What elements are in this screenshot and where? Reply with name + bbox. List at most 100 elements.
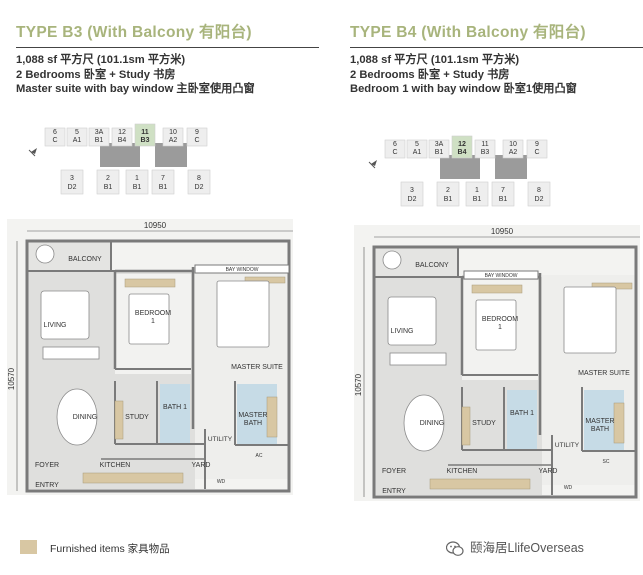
keyplan-unit — [465, 181, 489, 207]
keyplan-unit-type: B3 — [481, 149, 490, 156]
keyplan-unit — [428, 139, 450, 159]
keyplan-unit-number: 9 — [535, 141, 539, 148]
keyplan-unit-type: D2 — [68, 184, 77, 191]
furnished-legend-swatch — [20, 540, 37, 554]
watermark-text: 颐海居LlifeOverseas — [470, 541, 584, 555]
keyplan-unit-type: D2 — [195, 184, 204, 191]
keyplan-unit-type: B1 — [95, 137, 104, 144]
keyplan-unit-number: 12 — [458, 141, 466, 148]
keyplan-unit — [125, 169, 149, 195]
bath-tiles — [507, 390, 537, 450]
keyplan-unit — [491, 181, 515, 207]
keyplan-unit — [451, 135, 473, 159]
keyplan-unit-number: 6 — [53, 129, 57, 136]
study-desk — [114, 400, 124, 440]
bay-window — [194, 264, 290, 274]
title-divider — [16, 47, 319, 48]
room-label-kitchen: KITCHEN — [100, 462, 131, 469]
keyplan-unit — [526, 139, 548, 159]
tv-console — [389, 352, 447, 366]
keyplan-unit — [111, 127, 133, 147]
keyplan-unit-number: 7 — [501, 187, 505, 194]
keyplan-unit-type: B1 — [473, 196, 482, 203]
keyplan-unit — [96, 169, 120, 195]
keyplan-unit-type: C — [194, 137, 199, 144]
dining-table — [403, 394, 445, 452]
keyplan-unit — [88, 127, 110, 147]
keyplan-unit-number: 10 — [169, 129, 177, 136]
furnished-legend-label: Furnished items 家具物品 — [50, 543, 170, 555]
room-label-bath: BATH 1 — [163, 404, 187, 411]
keyplan-unit-number: 9 — [195, 129, 199, 136]
room-label-wd: WD — [564, 485, 573, 491]
room-label-foyer: FOYER — [382, 468, 406, 475]
room-label-entry: ENTRY — [35, 482, 59, 489]
bay-window-label: BAY WINDOW — [226, 267, 259, 273]
room-label-utility: UTILITY — [555, 442, 580, 449]
keyplan-unit-number: 3A — [435, 141, 444, 148]
height-dimension: 10570 — [354, 373, 363, 396]
sofa — [40, 290, 90, 340]
core-block — [155, 143, 187, 167]
keyplan-unit — [527, 181, 551, 207]
spec-area: 1,088 sf 平方尺 (101.1sm 平方米) — [16, 54, 186, 66]
keyplan-unit-type: B3 — [141, 137, 150, 144]
keyplan-unit-number: 10 — [509, 141, 517, 148]
room-label-balcony: BALCONY — [415, 262, 449, 269]
wechat-icon — [446, 541, 464, 556]
room-label-master-bath: MASTER — [585, 418, 614, 425]
vanity — [266, 396, 278, 438]
spec-area: 1,088 sf 平方尺 (101.1sm 平方米) — [350, 54, 520, 66]
bed — [475, 299, 517, 351]
keyplan-unit-number: 11 — [141, 129, 149, 136]
width-dimension: 10950 — [144, 221, 167, 230]
spec-feature: Master suite with bay window 主卧室使用凸窗 — [16, 83, 255, 95]
room-label-bedroom-number: 1 — [151, 318, 155, 325]
room-label-wd: WD — [217, 479, 226, 485]
core-block — [440, 155, 480, 179]
keyplan-unit-number: 1 — [475, 187, 479, 194]
spec-rooms: 2 Bedrooms 卧室 + Study 书房 — [16, 68, 176, 81]
bed — [128, 293, 170, 345]
room-label-bedroom: BEDROOM — [135, 310, 171, 317]
study-desk — [461, 406, 471, 446]
keyplan-unit — [436, 181, 460, 207]
bay-window — [463, 270, 539, 280]
keyplan-unit-number: 2 — [106, 175, 110, 182]
spec-feature: Bedroom 1 with bay window 卧室1使用凸窗 — [350, 83, 577, 95]
outer-wall — [25, 239, 291, 493]
room-label-living: LIVING — [44, 322, 67, 329]
keyplan-unit-number: 3 — [70, 175, 74, 182]
keyplan-unit-type: A1 — [413, 149, 422, 156]
unit-specs: 1,088 sf 平方尺 (101.1sm 平方米) 2 Bedrooms 卧室… — [16, 53, 316, 97]
room-label-bath: BATH 1 — [510, 410, 534, 417]
keyplan-unit-number: 6 — [393, 141, 397, 148]
room-label-dining: DINING — [73, 414, 98, 421]
room-label-yard: YARD — [539, 468, 558, 475]
room-label-master-suite: MASTER SUITE — [231, 364, 283, 371]
keyplan-unit — [162, 127, 184, 147]
tv-console — [42, 346, 100, 360]
room-label-study: STUDY — [472, 420, 496, 427]
keyplan-unit-number: 7 — [161, 175, 165, 182]
keyplan-unit — [502, 139, 524, 159]
keyplan-unit-number: 8 — [197, 175, 201, 182]
room-label-master-bath-2: BATH — [244, 420, 262, 427]
keyplan-unit — [400, 181, 424, 207]
room-label-ac: AC — [256, 453, 263, 459]
unit-panel-b3: TYPE B3 (With Balcony 有阳台) 1,088 sf 平方尺 … — [16, 0, 319, 97]
keyplan-unit-number: 3A — [95, 129, 104, 136]
unit-panel-b4: TYPE B4 (With Balcony 有阳台) 1,088 sf 平方尺 … — [350, 0, 643, 97]
wardrobe — [471, 284, 523, 294]
keyplan-unit-number: 8 — [537, 187, 541, 194]
room-label-dining: DINING — [420, 420, 445, 427]
keyplan-unit-type: A1 — [73, 137, 82, 144]
kitchen-counter — [82, 472, 184, 484]
height-dimension: 10570 — [7, 367, 16, 390]
keyplan-unit — [60, 169, 84, 195]
keyplan-unit-type: C — [52, 137, 57, 144]
watermark: 颐海居LlifeOverseas — [446, 537, 584, 557]
core-block — [495, 155, 527, 179]
